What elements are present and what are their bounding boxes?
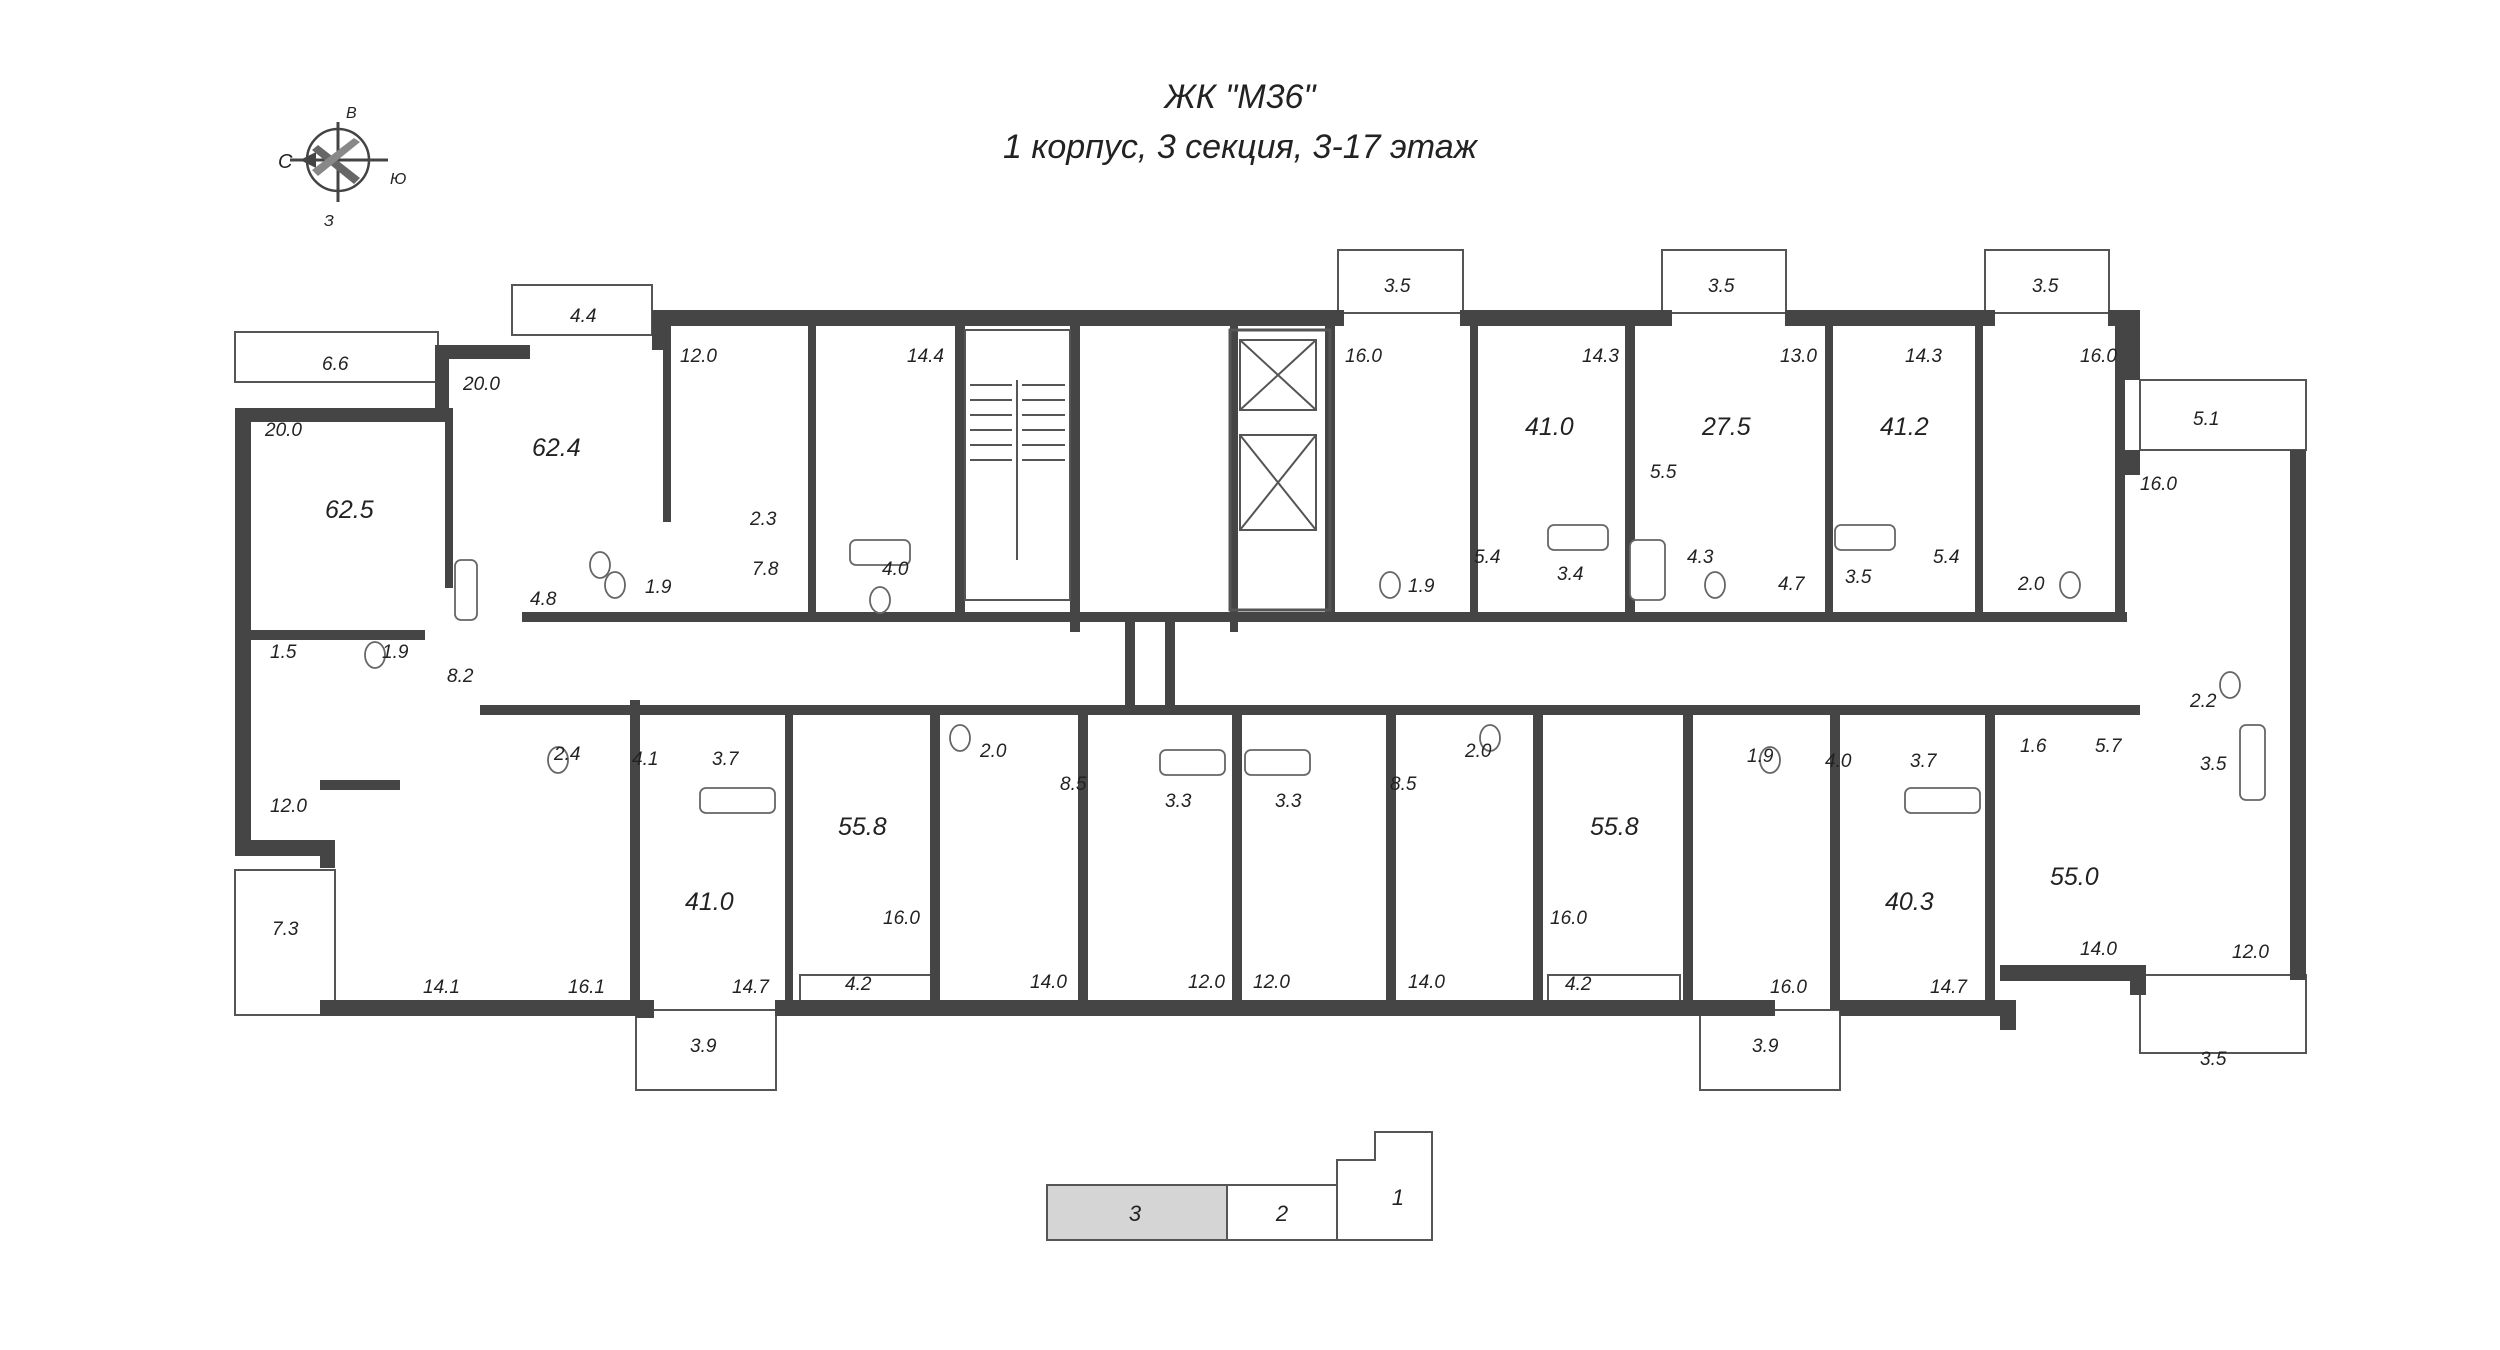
svg-text:12.0: 12.0 (2232, 942, 2269, 963)
svg-text:2.2: 2.2 (2189, 691, 2217, 712)
svg-text:3.5: 3.5 (2200, 1049, 2227, 1070)
svg-text:4.4: 4.4 (570, 306, 596, 327)
room-areas: 6.6 4.4 20.0 20.0 12.0 14.4 16.0 14.3 13… (264, 276, 2269, 1070)
svg-text:7.8: 7.8 (752, 559, 779, 580)
svg-text:16.0: 16.0 (2140, 474, 2177, 495)
svg-text:1.6: 1.6 (2020, 736, 2047, 757)
svg-text:3.3: 3.3 (1165, 791, 1192, 812)
section-label: 1 (1392, 1185, 1404, 1210)
svg-text:16.0: 16.0 (1550, 908, 1587, 929)
apartment-area: 55.8 (838, 813, 887, 841)
balconies (234, 249, 2307, 1091)
svg-text:16.0: 16.0 (2080, 346, 2117, 367)
svg-text:13.0: 13.0 (1780, 346, 1817, 367)
section-3-tab[interactable] (1046, 1184, 1228, 1241)
svg-text:14.4: 14.4 (907, 346, 944, 367)
svg-text:3.7: 3.7 (1910, 751, 1938, 772)
apartment-area: 27.5 (1701, 413, 1751, 441)
complex-title: ЖК "М36" (1164, 78, 1316, 116)
svg-text:16.0: 16.0 (883, 908, 920, 929)
svg-text:7.3: 7.3 (272, 919, 299, 940)
section-1-tab[interactable] (1336, 1131, 1433, 1241)
stair-treads (970, 384, 1065, 461)
svg-text:3.5: 3.5 (1708, 276, 1735, 297)
section-selector: 3 2 1 (1046, 1131, 1433, 1241)
svg-text:3.5: 3.5 (1845, 567, 1872, 588)
svg-text:14.0: 14.0 (1030, 972, 1067, 993)
apartment-area: 62.5 (325, 496, 374, 524)
svg-text:3.3: 3.3 (1275, 791, 1302, 812)
compass-west: З (324, 213, 334, 230)
svg-text:20.0: 20.0 (462, 374, 500, 395)
svg-text:14.3: 14.3 (1582, 346, 1619, 367)
compass-icon: С В Ю З (278, 105, 406, 230)
svg-text:4.1: 4.1 (632, 749, 658, 770)
svg-text:16.1: 16.1 (568, 977, 605, 998)
svg-text:4.0: 4.0 (1825, 751, 1852, 772)
svg-text:3.7: 3.7 (712, 749, 740, 770)
svg-text:4.8: 4.8 (530, 589, 557, 610)
svg-text:1.9: 1.9 (382, 642, 409, 663)
svg-text:2.3: 2.3 (749, 509, 777, 530)
svg-text:5.4: 5.4 (1933, 547, 1959, 568)
svg-text:12.0: 12.0 (1253, 972, 1290, 993)
apartment-area: 40.3 (1885, 888, 1934, 916)
svg-text:5.4: 5.4 (1474, 547, 1500, 568)
svg-text:1.5: 1.5 (270, 642, 297, 663)
svg-text:2.0: 2.0 (1464, 741, 1492, 762)
compass-north: С (278, 151, 293, 173)
svg-text:16.0: 16.0 (1345, 346, 1382, 367)
apartment-area: 62.4 (532, 434, 581, 462)
svg-text:8.5: 8.5 (1060, 774, 1087, 795)
building-subtitle: 1 корпус, 3 секция, 3-17 этаж (1002, 128, 1477, 166)
apartment-area: 55.0 (2050, 863, 2099, 891)
apartment-area: 41.2 (1880, 413, 1929, 441)
svg-text:5.5: 5.5 (1650, 462, 1677, 483)
svg-text:16.0: 16.0 (1770, 977, 1807, 998)
svg-text:14.0: 14.0 (1408, 972, 1445, 993)
section-label: 2 (1275, 1201, 1288, 1226)
apartment-totals: 62.5 62.4 41.0 27.5 41.2 55.8 41.0 55.8 … (325, 413, 2099, 916)
svg-text:14.7: 14.7 (1930, 977, 1968, 998)
compass-east: В (346, 105, 357, 122)
svg-text:2.4: 2.4 (553, 744, 580, 765)
svg-text:2.0: 2.0 (979, 741, 1007, 762)
apartment-area: 41.0 (1525, 413, 1574, 441)
svg-text:3.5: 3.5 (2200, 754, 2227, 775)
svg-text:4.0: 4.0 (882, 559, 909, 580)
svg-text:8.5: 8.5 (1390, 774, 1417, 795)
svg-text:1.9: 1.9 (1747, 746, 1774, 767)
svg-text:12.0: 12.0 (680, 346, 717, 367)
svg-text:5.7: 5.7 (2095, 736, 2123, 757)
svg-text:14.0: 14.0 (2080, 939, 2117, 960)
svg-text:1.9: 1.9 (645, 577, 672, 598)
svg-text:3.5: 3.5 (2032, 276, 2059, 297)
svg-text:12.0: 12.0 (270, 796, 307, 817)
svg-text:4.3: 4.3 (1687, 547, 1714, 568)
svg-text:14.3: 14.3 (1905, 346, 1942, 367)
svg-text:4.2: 4.2 (845, 974, 872, 995)
svg-text:14.7: 14.7 (732, 977, 770, 998)
apartment-area: 55.8 (1590, 813, 1639, 841)
svg-text:3.9: 3.9 (1752, 1036, 1779, 1057)
walls (235, 310, 2306, 1030)
svg-text:20.0: 20.0 (264, 420, 302, 441)
svg-text:4.2: 4.2 (1565, 974, 1592, 995)
apartment-area: 41.0 (685, 888, 734, 916)
svg-text:8.2: 8.2 (447, 666, 474, 687)
svg-text:3.9: 3.9 (690, 1036, 717, 1057)
svg-text:3.4: 3.4 (1557, 564, 1583, 585)
svg-text:3.5: 3.5 (1384, 276, 1411, 297)
svg-text:6.6: 6.6 (322, 354, 349, 375)
svg-text:2.0: 2.0 (2017, 574, 2045, 595)
svg-text:1.9: 1.9 (1408, 576, 1435, 597)
bathroom-fixtures (364, 524, 2266, 814)
svg-text:5.1: 5.1 (2193, 409, 2219, 430)
svg-text:12.0: 12.0 (1188, 972, 1225, 993)
section-label: 3 (1129, 1201, 1142, 1226)
svg-text:14.1: 14.1 (423, 977, 460, 998)
svg-text:4.7: 4.7 (1778, 574, 1806, 595)
compass-south: Ю (390, 171, 406, 188)
